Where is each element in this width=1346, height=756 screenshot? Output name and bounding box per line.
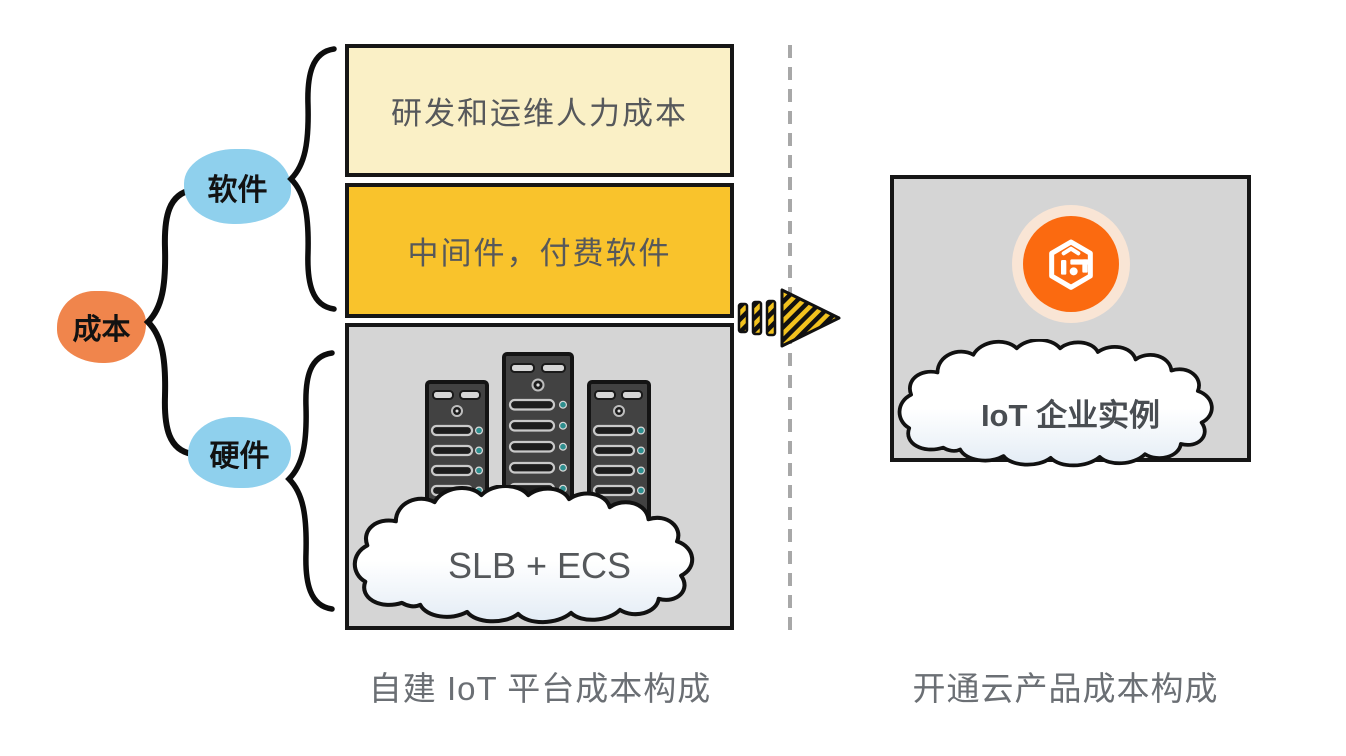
- iot-icon-halo: [1012, 205, 1130, 323]
- caption-cloud-product: 开通云产品成本构成: [912, 670, 1219, 707]
- cloud-product-box: IoT 企业实例: [890, 175, 1251, 468]
- iot-hexagon-mark-icon: [1049, 239, 1093, 290]
- middleware-label: 中间件，付费软件: [407, 236, 672, 271]
- software-bubble: 软件: [184, 149, 291, 224]
- slb-ecs-label: SLB + ECS: [447, 544, 632, 586]
- rd-ops-cost-box: 研发和运维人力成本: [345, 44, 734, 177]
- middleware-cost-box: 中间件，付费软件: [345, 183, 734, 318]
- software-brace: [287, 46, 337, 312]
- hardware-cost-box: SLB + ECS: [345, 323, 734, 630]
- transfer-arrow-icon: [737, 288, 841, 348]
- cloud-icon: [352, 484, 695, 625]
- software-label: 软件: [207, 173, 268, 207]
- caption-self-built: 自建 IoT 平台成本构成: [368, 670, 712, 707]
- cost-root-label: 成本: [72, 314, 131, 346]
- hardware-label: 硬件: [209, 439, 270, 473]
- iot-instance-label: IoT 企业实例: [980, 397, 1161, 433]
- hardware-bubble: 硬件: [188, 417, 291, 488]
- rd-ops-label: 研发和运维人力成本: [391, 96, 688, 131]
- cloud-icon: [897, 338, 1214, 468]
- root-brace: [143, 187, 195, 457]
- hardware-brace: [285, 350, 335, 612]
- iot-platform-icon: [1023, 216, 1119, 312]
- iot-instance-cloud: IoT 企业实例: [896, 338, 1245, 469]
- cost-root-bubble: 成本: [57, 291, 146, 363]
- slb-ecs-cloud: SLB + ECS: [351, 484, 728, 626]
